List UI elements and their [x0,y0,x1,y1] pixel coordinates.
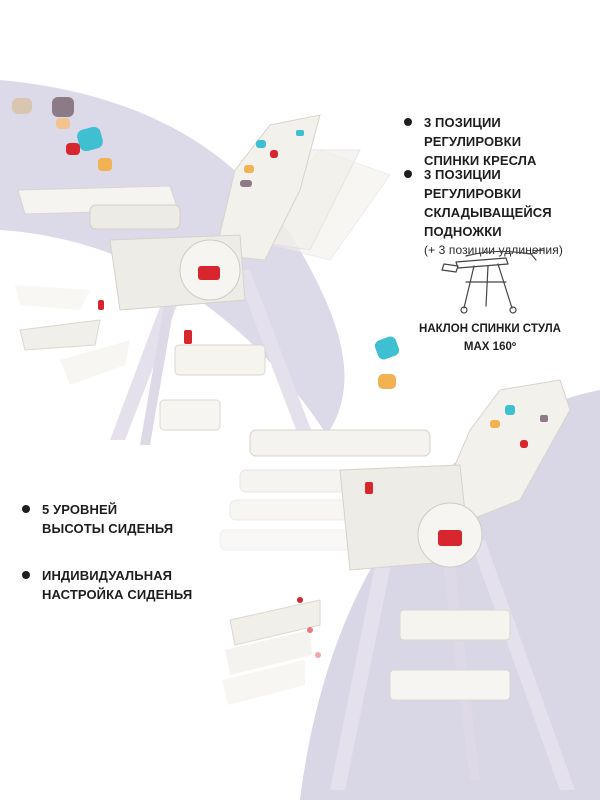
recline-caption: НАКЛОН СПИНКИ СТУЛА MAX 160º [400,320,580,356]
highchair-recline-icon [441,247,545,314]
feature-label: 3 ПОЗИЦИИ РЕГУЛИРОВКИ СПИНКИ КРЕСЛА [424,113,600,170]
feature-label-line1: 3 ПОЗИЦИИ РЕГУЛИРОВКИ [424,167,522,201]
feature-label-line1: ИНДИВИДУАЛЬНАЯ [42,568,173,583]
bullet-icon [404,118,412,126]
blob-peach [56,118,70,129]
feature-footrest-positions: 3 ПОЗИЦИИ РЕГУЛИРОВКИ СКЛАДЫВАЩЕЙСЯ ПОДН… [404,165,600,259]
blob-orange-2 [378,374,396,389]
decor-blobs-top [12,97,112,171]
feature-individual-seat-setup: ИНДИВИДУАЛЬНАЯ НАСТРОЙКА СИДЕНЬЯ [22,566,192,604]
recline-caption-line2: MAX 160º [463,341,517,353]
highchair-height-photo [219,379,575,790]
feature-label-line2: НАСТРОЙКА СИДЕНЬЯ [42,587,193,602]
blob-mauve [52,97,74,117]
bullet-icon [404,170,412,178]
feature-label: 3 ПОЗИЦИИ РЕГУЛИРОВКИ СКЛАДЫВАЩЕЙСЯ ПОДН… [424,165,600,259]
bullet-icon [22,505,30,513]
highchair-recline-photo [15,114,391,445]
blob-blue [77,126,103,152]
blob-blue-2 [374,336,400,360]
feature-label-line1: 3 ПОЗИЦИИ РЕГУЛИРОВКИ [424,115,522,149]
feature-label-line1: 5 УРОВНЕЙ [42,502,118,517]
feature-label: ИНДИВИДУАЛЬНАЯ НАСТРОЙКА СИДЕНЬЯ [42,566,192,604]
blob-orange [98,158,112,171]
feature-label-line2: ВЫСОТЫ СИДЕНЬЯ [42,521,174,536]
feature-label: 5 УРОВНЕЙ ВЫСОТЫ СИДЕНЬЯ [42,500,173,538]
decor-blobs-mid [374,336,400,389]
blob-tan [12,98,32,114]
feature-label-line2: СПИНКИ КРЕСЛА [424,153,537,168]
feature-backrest-positions: 3 ПОЗИЦИИ РЕГУЛИРОВКИ СПИНКИ КРЕСЛА [404,113,600,170]
blob-red [66,143,80,155]
feature-seat-height-levels: 5 УРОВНЕЙ ВЫСОТЫ СИДЕНЬЯ [22,500,173,538]
feature-label-line2: СКЛАДЫВАЩЕЙСЯ ПОДНОЖКИ [424,205,552,239]
bullet-icon [22,571,30,579]
recline-caption-line1: НАКЛОН СПИНКИ СТУЛА [419,323,561,335]
